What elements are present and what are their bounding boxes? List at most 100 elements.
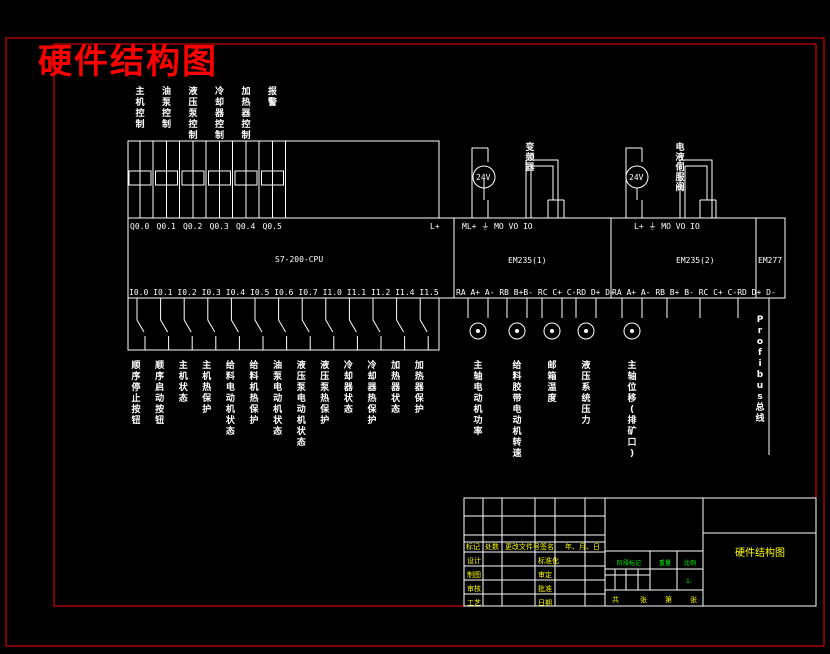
svg-text:动: 动: [273, 393, 282, 404]
cpu-lplus: L+: [430, 222, 440, 231]
svg-text:伺: 伺: [674, 161, 684, 173]
tb-header-2: 更改文件号: [505, 542, 540, 551]
svg-text:电: 电: [512, 403, 521, 415]
svg-text:状: 状: [297, 425, 307, 437]
tb-header-3: 签名: [540, 542, 554, 551]
svg-text:油: 油: [273, 359, 282, 371]
svg-text:电: 电: [473, 381, 482, 393]
svg-text:护: 护: [249, 414, 258, 426]
input-addr-10: I1.2: [371, 288, 390, 297]
cpu-label: S7-200-CPU: [275, 255, 323, 264]
svg-text:态: 态: [297, 436, 306, 448]
input-switch-6: [278, 298, 288, 350]
svg-text:机: 机: [202, 370, 211, 382]
svg-text:主: 主: [473, 359, 482, 371]
svg-text:b: b: [757, 370, 764, 380]
svg-text:制: 制: [215, 129, 224, 141]
em235-1-note-text: 变频器: [524, 141, 535, 173]
tb-sheet-0: 共: [612, 595, 619, 604]
svg-text:压: 压: [320, 371, 329, 382]
svg-text:移: 移: [627, 392, 636, 404]
output-addr-5: Q0.5: [263, 222, 282, 231]
svg-text:控: 控: [241, 118, 250, 130]
svg-text:保: 保: [201, 392, 212, 404]
input-addr-3: I0.3: [202, 288, 221, 297]
svg-text:系: 系: [581, 381, 590, 393]
svg-text:电: 电: [273, 381, 282, 393]
input-switch-8: [325, 298, 335, 350]
svg-text:箱: 箱: [547, 370, 556, 382]
svg-text:制: 制: [241, 129, 250, 141]
em277-block: [755, 217, 786, 299]
svg-text:主: 主: [135, 85, 144, 97]
svg-text:保: 保: [366, 403, 377, 415]
input-addr-8: I1.0: [323, 288, 342, 297]
input-switch-12: [419, 298, 429, 350]
input-addr-4: I0.4: [226, 288, 245, 297]
svg-text:机: 机: [179, 370, 188, 382]
svg-text:控: 控: [162, 107, 171, 119]
input-switch-11: [396, 298, 406, 350]
input-addr-1: I0.1: [153, 288, 172, 297]
svg-text:热: 热: [241, 96, 250, 108]
svg-text:液: 液: [320, 359, 330, 371]
tb-header-1: 处数: [485, 542, 499, 551]
input-switch-1: [160, 298, 170, 350]
tb-std-2: 批准: [538, 584, 552, 593]
outer-frame: [5, 37, 825, 647]
em235-1-power-supply: [472, 165, 496, 189]
svg-text:总: 总: [755, 401, 764, 413]
input-addr-11: I1.4: [395, 288, 414, 297]
input-addr-0: I0.0: [129, 288, 148, 297]
em235-2-power-label: 24V: [629, 173, 644, 182]
svg-text:动: 动: [297, 404, 306, 415]
svg-text:钮: 钮: [155, 414, 164, 426]
tb-std-3: 日期: [538, 599, 552, 607]
svg-text:控: 控: [135, 107, 144, 119]
svg-text:机: 机: [273, 403, 282, 415]
em235-2-label: EM235(2): [676, 256, 715, 265]
input-switch-10: [372, 298, 382, 350]
svg-text:泵: 泵: [273, 371, 283, 382]
svg-text:度: 度: [547, 392, 557, 404]
svg-text:油: 油: [162, 85, 171, 97]
svg-text:泵: 泵: [188, 108, 198, 119]
title-block-drawing-name: 硬件结构图: [735, 546, 785, 559]
relay-coil-2: [181, 170, 205, 186]
svg-text:按: 按: [155, 403, 164, 415]
svg-text:电: 电: [226, 381, 235, 393]
input-addr-2: I0.2: [177, 288, 196, 297]
svg-text:制: 制: [135, 118, 144, 130]
svg-text:器: 器: [524, 162, 535, 173]
svg-text:压: 压: [581, 371, 590, 382]
em235-2-top-terms: L+ ⏚ MO VO IO: [634, 222, 700, 231]
relay-coil-1: [155, 170, 178, 186]
svg-text:机: 机: [473, 403, 482, 415]
svg-text:轴: 轴: [627, 370, 636, 382]
svg-text:u: u: [757, 381, 763, 391]
svg-text:器: 器: [214, 108, 225, 119]
svg-text:阀: 阀: [675, 181, 684, 193]
svg-text:停: 停: [131, 381, 140, 393]
svg-text:主: 主: [627, 359, 636, 371]
relay-coil-0: [128, 170, 152, 186]
svg-text:液: 液: [188, 85, 198, 97]
svg-text:料: 料: [249, 370, 258, 382]
em2-analog-sensor-0: [623, 322, 641, 340]
svg-text:警: 警: [268, 96, 277, 108]
input-switch-3: [207, 298, 217, 350]
svg-text:器: 器: [366, 382, 377, 393]
svg-text:启: 启: [155, 381, 164, 393]
output-addr-4: Q0.4: [236, 222, 255, 231]
svg-text:顺: 顺: [131, 360, 140, 371]
svg-text:服: 服: [675, 172, 685, 183]
svg-text:胶: 胶: [512, 381, 521, 393]
